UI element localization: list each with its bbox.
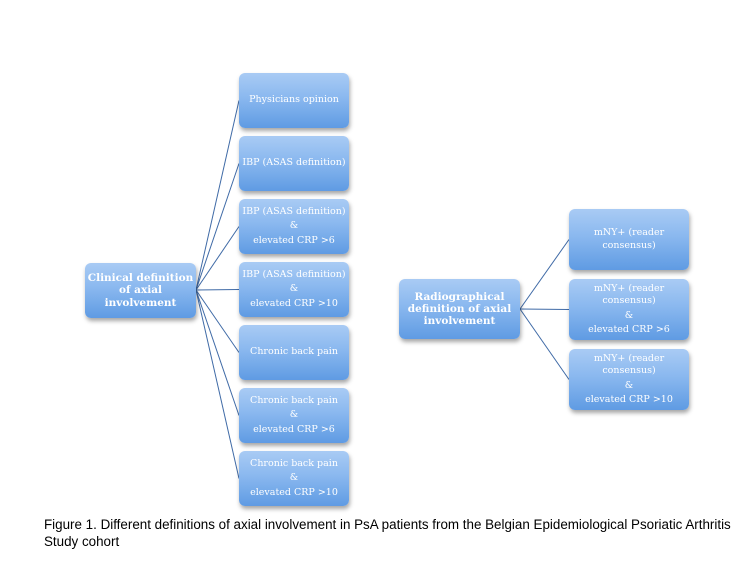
node-label-line: Clinical definition [87,272,194,285]
ampersand-label: & [624,309,634,321]
node-label-line: consensus) [602,239,656,251]
ampersand-label: & [289,409,299,421]
clinical-criterion-node: IBP (ASAS definition) & elevated CRP >10 [239,262,349,317]
clinical-criterion-connector-line [195,226,240,291]
node-label-line: IBP (ASAS definition) [242,157,346,169]
node-label-line: consensus) [602,295,656,307]
node-label-line: involvement [104,296,177,309]
node-label-line: definition of axial [407,302,512,315]
clinical-criterion-connector-line [195,100,240,291]
node-label-line: IBP (ASAS definition) [242,205,346,217]
node-label-line: Radiographical [414,290,505,303]
node-label-line: elevated CRP >10 [250,486,338,498]
node-label-line: consensus) [602,365,656,377]
node-label-line: of axial [118,284,163,297]
clinical-criterion-connector-line [195,289,240,353]
radiographical-definition-node: Radiographical definition of axial invol… [399,279,520,339]
node-label-line: Chronic back pain [250,457,338,469]
clinical-criterion-node: Chronic back pain & elevated CRP >10 [239,451,349,506]
ampersand-label: & [624,379,634,391]
node-label-line: mNY+ (reader [593,282,665,294]
node-label-line: IBP (ASAS definition) [242,268,346,280]
node-label-line: elevated CRP >10 [585,393,673,405]
node-label-line: involvement [423,315,496,328]
radiographical-criterion-connector-line [519,239,570,310]
clinical-criterion-node: Chronic back pain & elevated CRP >6 [239,388,349,443]
clinical-criterion-connector-line [195,289,240,291]
clinical-criterion-node: Physicians opinion [239,73,349,128]
radiographical-criterion-connector-line [519,308,570,380]
clinical-criterion-connector-line [195,289,240,416]
node-label-line: mNY+ (reader [593,352,665,364]
figure-caption: Figure 1. Different definitions of axial… [44,517,731,549]
clinical-definition-node: Clinical definition of axial involvement [85,263,196,318]
clinical-criterion-connector-line [195,289,240,479]
node-label-line: elevated CRP >6 [253,234,335,246]
node-label-line: elevated CRP >6 [588,323,670,335]
node-label-line: Chronic back pain [250,394,338,406]
node-label-line: mNY+ (reader [593,227,665,239]
node-label-line: elevated CRP >10 [250,297,338,309]
clinical-criterion-node: IBP (ASAS definition) [239,136,349,191]
ampersand-label: & [289,472,299,484]
ampersand-label: & [289,220,299,232]
node-label-line: Physicians opinion [249,94,339,106]
clinical-criterion-connector-line [195,163,240,291]
radiographical-criterion-connector-line [519,308,570,310]
clinical-criterion-node: IBP (ASAS definition) & elevated CRP >6 [239,199,349,254]
clinical-criterion-node: Chronic back pain [239,325,349,380]
node-label-line: Chronic back pain [250,346,338,358]
node-label-line: elevated CRP >6 [253,423,335,435]
ampersand-label: & [289,283,299,295]
